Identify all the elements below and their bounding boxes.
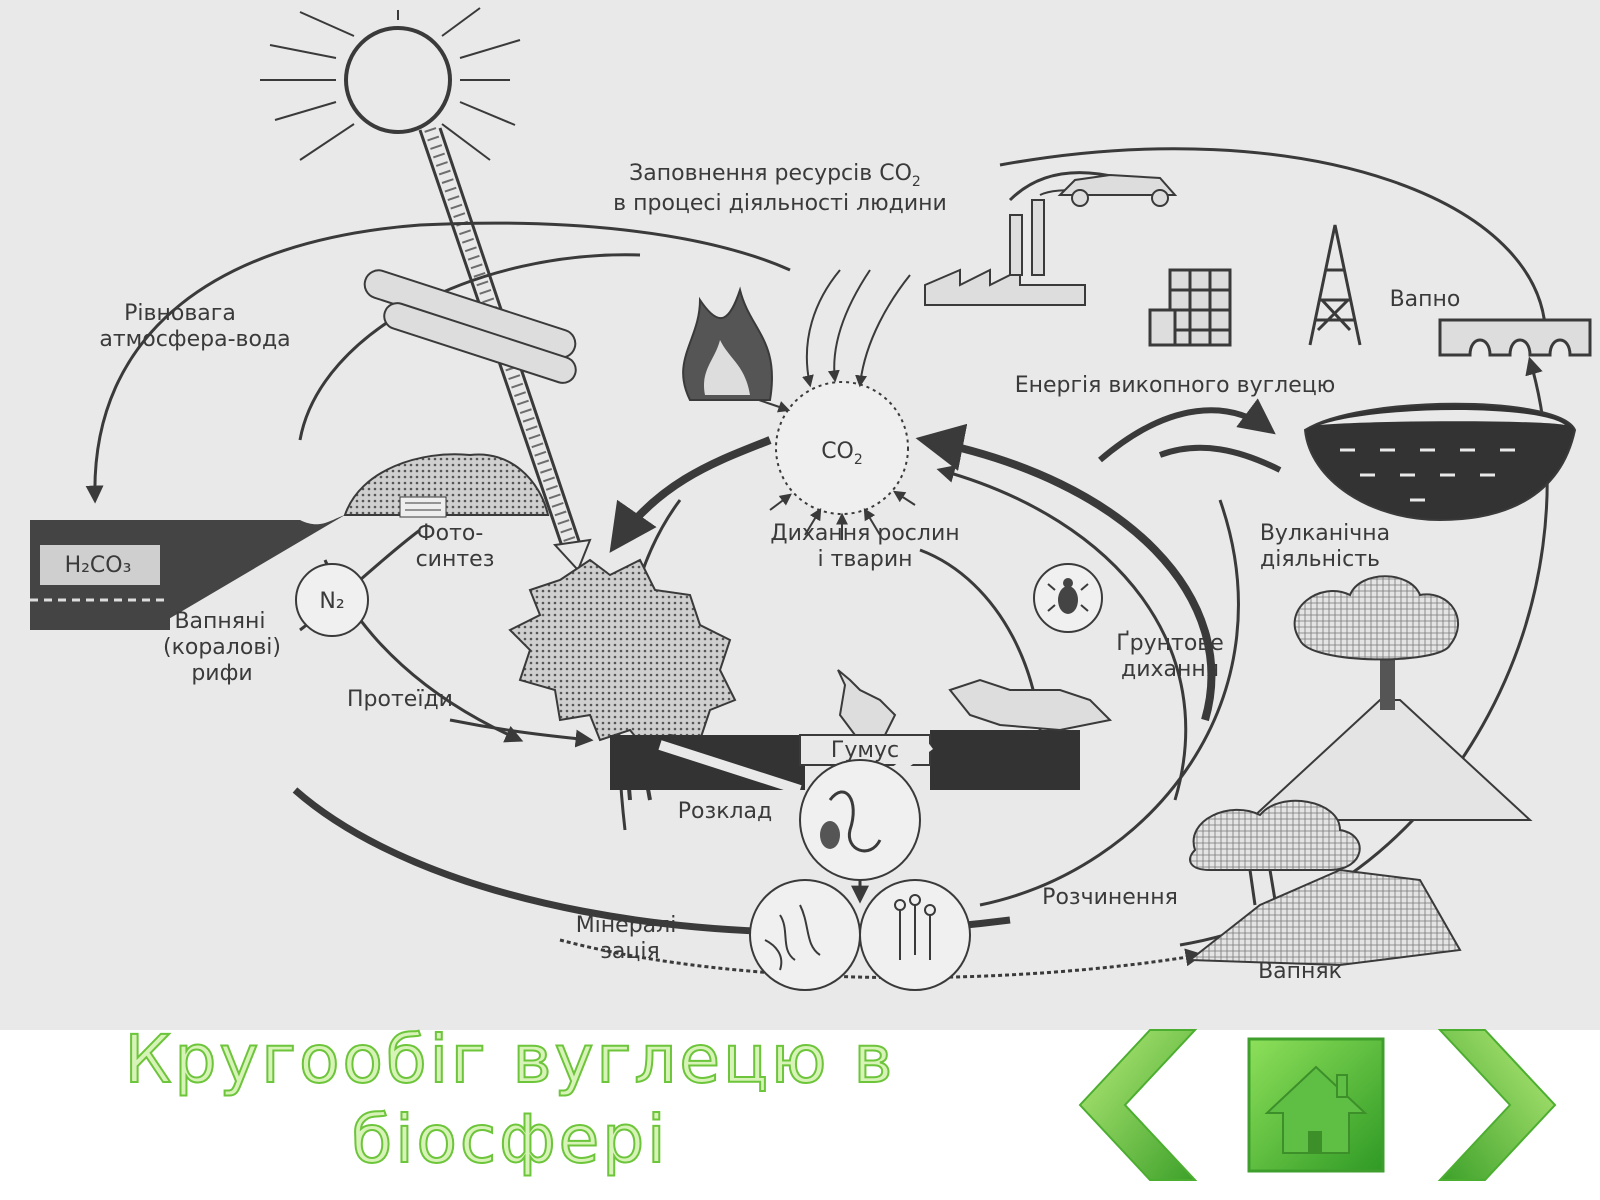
chevron-right-icon — [1437, 1029, 1557, 1181]
lime-kiln-icon — [1438, 318, 1592, 357]
fire-icon — [682, 286, 773, 401]
label-dissolution: Розчинення — [1042, 885, 1178, 910]
ocean-reservoir — [30, 515, 345, 630]
label-mineralization-1: Мінералі- — [576, 913, 685, 938]
label-lime: Вапно — [1390, 287, 1461, 312]
label-decomposition: Розклад — [678, 799, 772, 824]
chevron-left-icon — [1078, 1029, 1198, 1181]
carbon-cycle-diagram: CO2 — [0, 0, 1600, 1030]
label-photosynthesis-1: Фото- — [417, 521, 484, 546]
car-icon — [1057, 173, 1178, 207]
home-button[interactable] — [1245, 1035, 1387, 1175]
wood-logs-icon — [363, 269, 577, 384]
slide-title-line-2: біосфері — [351, 1100, 669, 1179]
fossil-fuel-reservoir — [1303, 402, 1577, 522]
label-soil-respiration-2: дихання — [1121, 657, 1219, 682]
label-respiration-1: Дихання рослин — [770, 521, 959, 546]
label-reefs-1: Вапняні — [174, 609, 265, 634]
label-reefs-3: рифи — [191, 661, 252, 686]
label-humus: Гумус — [831, 738, 899, 763]
sun-icon — [260, 7, 521, 161]
slide-title: Кругообіг вуглецю в біосфері — [60, 1020, 960, 1180]
svg-text:N₂: N₂ — [319, 589, 344, 614]
animals-icon — [837, 669, 1113, 736]
prev-slide-button[interactable] — [1075, 1025, 1200, 1185]
label-reefs-2: (коралові) — [163, 635, 281, 660]
label-photosynthesis-2: синтез — [416, 547, 495, 572]
beetle-icon — [1033, 563, 1103, 633]
label-mineralization-2: зація — [600, 939, 660, 964]
label-human-activity-1: Заповнення ресурсів CO2 — [629, 161, 921, 190]
label-human-activity-2: в процесі діяльності людини — [613, 191, 947, 216]
oil-derrick-icon — [1148, 224, 1362, 347]
label-balance-1: Рівновага — [124, 301, 236, 326]
next-slide-button[interactable] — [1435, 1025, 1560, 1185]
soil-layer — [610, 730, 1080, 795]
label-soil-respiration-1: Ґрунтове — [1116, 631, 1224, 656]
volcano-icon — [1247, 575, 1533, 821]
decomposition-circle — [799, 759, 921, 904]
label-proteins: Протеїди — [347, 687, 453, 712]
mineralization-circles — [749, 879, 971, 991]
nitrogen-circle: N₂ — [295, 563, 369, 637]
label-respiration-2: і тварин — [817, 547, 912, 572]
svg-text:CO2: CO2 — [821, 439, 863, 468]
slide-title-line-1: Кругообіг вуглецю в — [124, 1020, 896, 1099]
label-carbonic-acid: H₂CO₃ — [65, 553, 132, 578]
label-volcanic-1: Вулканічна — [1260, 521, 1390, 546]
label-limestone: Вапняк — [1258, 959, 1342, 984]
label-fossil-energy: Енергія викопного вуглецю — [1015, 373, 1336, 398]
co2-hub: CO2 — [709, 269, 916, 540]
label-volcanic-2: діяльність — [1260, 547, 1380, 572]
home-icon — [1247, 1037, 1385, 1173]
diagram-labels: Заповнення ресурсів CO2 в процесі діяльн… — [65, 161, 1461, 984]
factory-icon — [924, 184, 1141, 306]
limestone-rock-icon — [1187, 799, 1462, 967]
label-balance-2: атмосфера-вода — [99, 327, 290, 352]
coal-heap-icon — [343, 453, 550, 518]
